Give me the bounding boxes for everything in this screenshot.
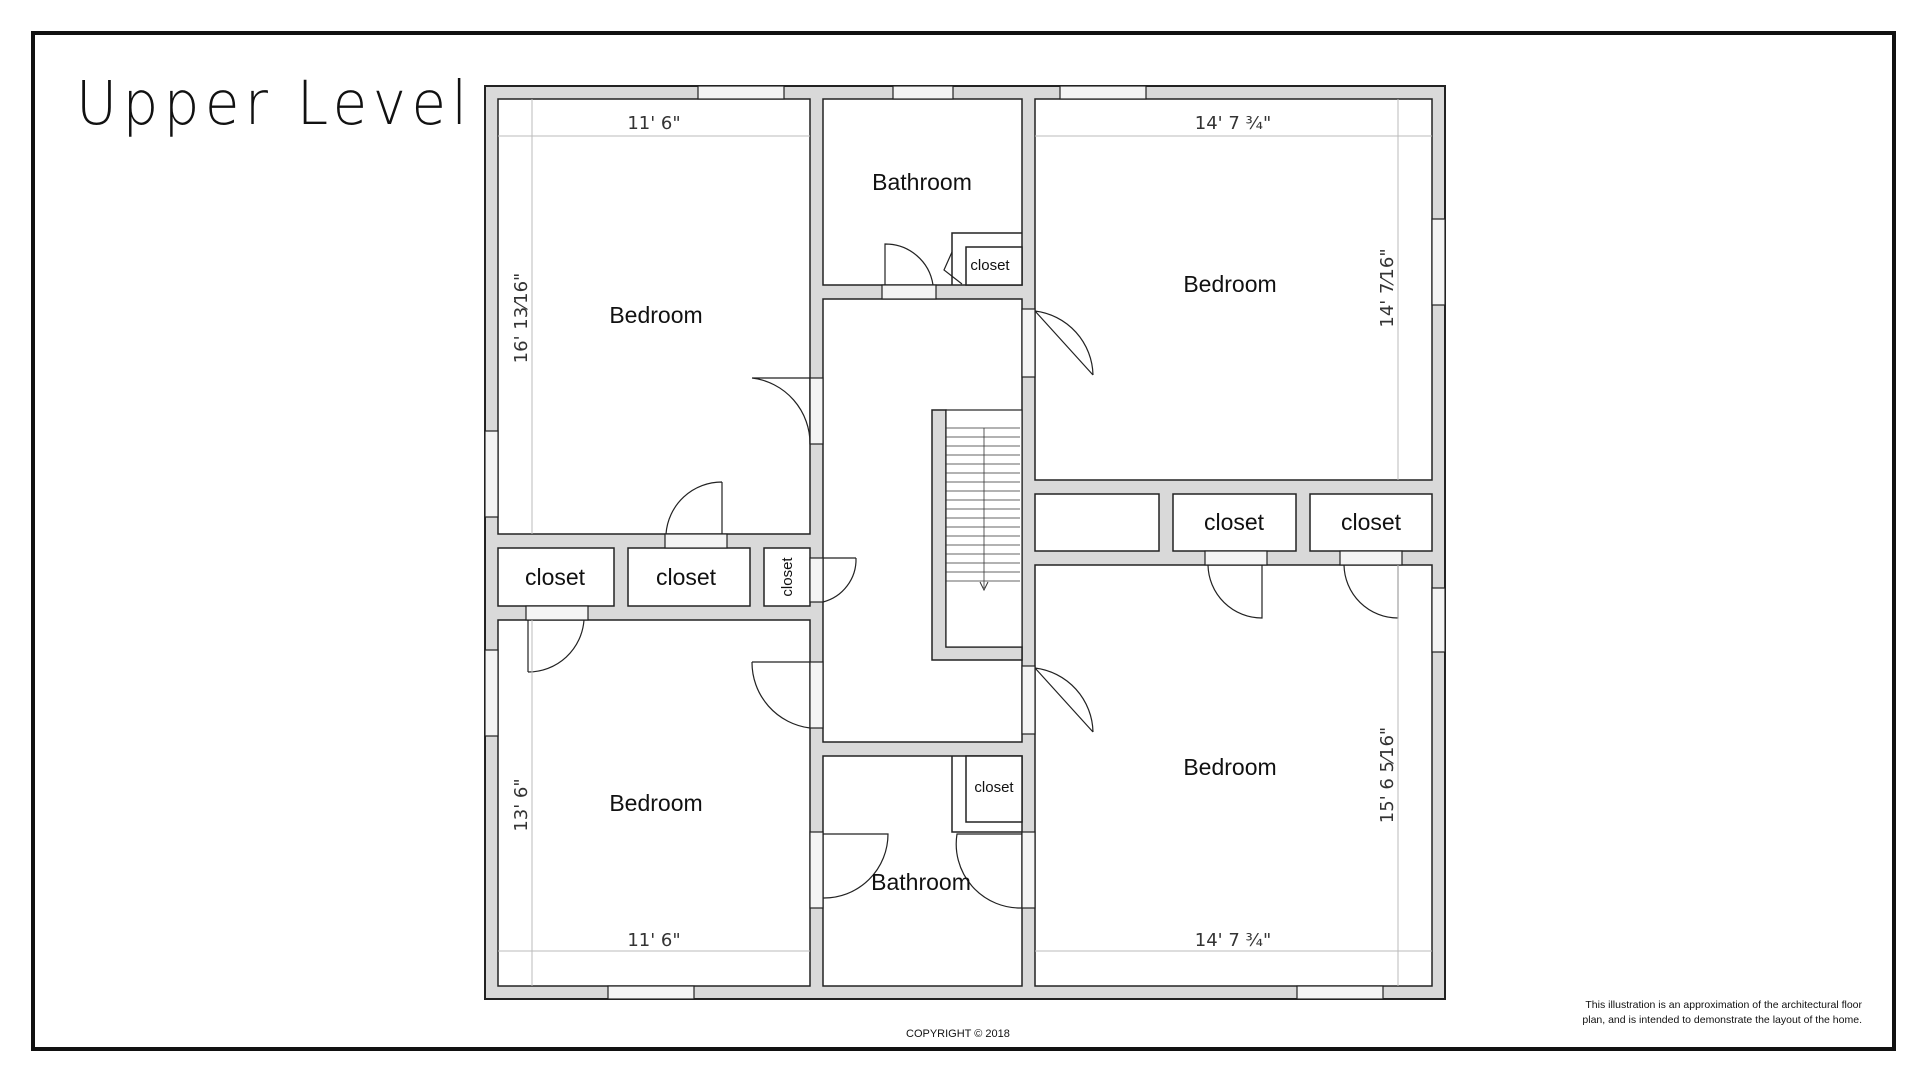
door-swing bbox=[955, 833, 1023, 909]
door-opening bbox=[525, 605, 589, 621]
door-opening bbox=[1021, 308, 1036, 378]
dimension-bl-width: 11' 6" bbox=[627, 930, 680, 951]
dimension-br-height: 15' 6 5⁄16" bbox=[1377, 727, 1398, 823]
door-opening bbox=[1204, 550, 1268, 566]
door-opening bbox=[809, 557, 824, 603]
door-opening bbox=[1339, 550, 1403, 566]
stair-arrow-icon bbox=[979, 581, 989, 592]
door-opening bbox=[809, 831, 824, 909]
dimension-bl-height: 13' 6" bbox=[511, 778, 532, 831]
window bbox=[1059, 85, 1147, 100]
door-swing bbox=[665, 481, 723, 535]
door-swing bbox=[1207, 564, 1263, 619]
window bbox=[1296, 985, 1384, 1000]
door-swing bbox=[751, 661, 811, 729]
window bbox=[484, 649, 499, 737]
door-swing bbox=[822, 833, 889, 899]
bedroom-bottom-right bbox=[1034, 564, 1433, 987]
page-frame bbox=[31, 31, 1896, 1051]
dimension-tl-width: 11' 6" bbox=[627, 113, 680, 134]
closet-left-vertical bbox=[763, 547, 811, 607]
door-swing bbox=[527, 619, 585, 673]
bedroom-bottom-left bbox=[497, 619, 811, 987]
door-swing bbox=[884, 243, 934, 286]
copyright-notice: COPYRIGHT © 2018 bbox=[906, 1028, 1010, 1040]
closet-label-right-1: closet bbox=[1204, 509, 1265, 535]
bedroom-top-right bbox=[1034, 98, 1433, 481]
staircase bbox=[931, 409, 1023, 661]
room-label-bedroom-top-right: Bedroom bbox=[1183, 271, 1276, 297]
closet-label-bath-top: closet bbox=[970, 257, 1010, 274]
door-opening bbox=[664, 533, 728, 549]
closet-label-left-2: closet bbox=[656, 564, 717, 590]
closet-bath-bottom bbox=[965, 755, 1023, 823]
closet-label-right-2: closet bbox=[1341, 509, 1402, 535]
closet-left-1 bbox=[497, 547, 615, 607]
disclaimer-text: This illustration is an approximation of… bbox=[1582, 999, 1862, 1026]
room-label-bedroom-bottom-left: Bedroom bbox=[609, 790, 702, 816]
dimension-tl-height: 16' 13⁄16" bbox=[511, 273, 532, 364]
closet-bath-top bbox=[965, 246, 1023, 286]
room-label-bathroom-bottom: Bathroom bbox=[871, 869, 971, 895]
room-label-bedroom-top-left: Bedroom bbox=[609, 302, 702, 328]
dimension-tr-height: 14' 7⁄16" bbox=[1377, 248, 1398, 327]
window bbox=[484, 430, 499, 518]
room-label-bedroom-bottom-right: Bedroom bbox=[1183, 754, 1276, 780]
door-opening bbox=[809, 661, 824, 729]
closet-left-2 bbox=[627, 547, 751, 607]
door-opening bbox=[809, 377, 824, 445]
closet-label-left-vertical: closet bbox=[779, 557, 796, 597]
window bbox=[697, 85, 785, 100]
dimension-br-width: 14' 7 ¾" bbox=[1195, 930, 1271, 951]
door-swing bbox=[1034, 667, 1094, 733]
door-opening bbox=[881, 284, 937, 300]
door-swing bbox=[1343, 564, 1399, 619]
window bbox=[1431, 218, 1446, 306]
door-opening bbox=[1021, 665, 1036, 735]
window bbox=[892, 85, 954, 100]
page-title: Upper Level bbox=[76, 68, 473, 139]
room-label-bathroom-top: Bathroom bbox=[872, 169, 972, 195]
closet-label-left-1: closet bbox=[525, 564, 586, 590]
dimension-tr-width: 14' 7 ¾" bbox=[1195, 113, 1271, 134]
door-opening bbox=[1021, 831, 1036, 909]
bedroom-top-left bbox=[497, 98, 811, 535]
door-swing bbox=[751, 377, 811, 445]
closet-right-2 bbox=[1309, 493, 1433, 552]
window bbox=[1431, 587, 1446, 653]
door-swing bbox=[943, 251, 963, 285]
closet-right-blank bbox=[1034, 493, 1160, 552]
door-swing bbox=[1034, 310, 1094, 376]
window bbox=[607, 985, 695, 1000]
closet-label-bath-bottom: closet bbox=[974, 779, 1014, 796]
door-swing bbox=[822, 557, 857, 603]
